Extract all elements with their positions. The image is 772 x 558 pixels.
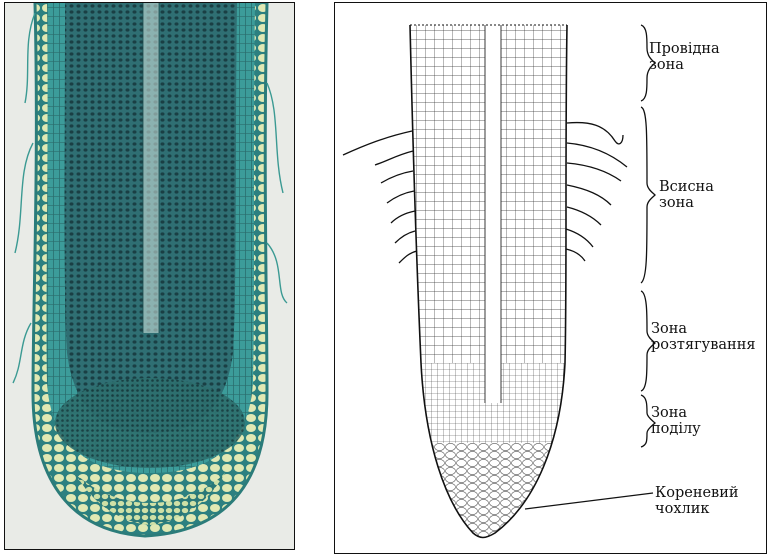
zone-label-line: Кореневий (655, 485, 739, 501)
zone-label-line: зона (659, 195, 714, 211)
zone-label-line: Всисна (659, 179, 714, 195)
zone-label-line: зона (649, 57, 720, 73)
zone-label-root-cap: Кореневий чохлик (655, 485, 739, 517)
zone-label-division: Зона поділу (651, 405, 701, 437)
root-tip-photo-panel (4, 2, 295, 550)
zone-label-line: розтягування (651, 337, 756, 353)
zone-label-line: чохлик (655, 501, 739, 517)
zone-label-line: Зона (651, 321, 756, 337)
root-tip-drawing-panel: Провідна зона Всисна зона Зона розтягува… (334, 2, 767, 554)
zone-label-line: Зона (651, 405, 701, 421)
zone-label-root-hair: Всисна зона (659, 179, 714, 211)
zone-label-elongation: Зона розтягування (651, 321, 756, 353)
zone-label-line: Провідна (649, 41, 720, 57)
root-tip-line-drawing (335, 3, 765, 552)
root-tip-micrograph (5, 3, 293, 548)
zone-label-line: поділу (651, 421, 701, 437)
zone-label-conducting: Провідна зона (649, 41, 720, 73)
